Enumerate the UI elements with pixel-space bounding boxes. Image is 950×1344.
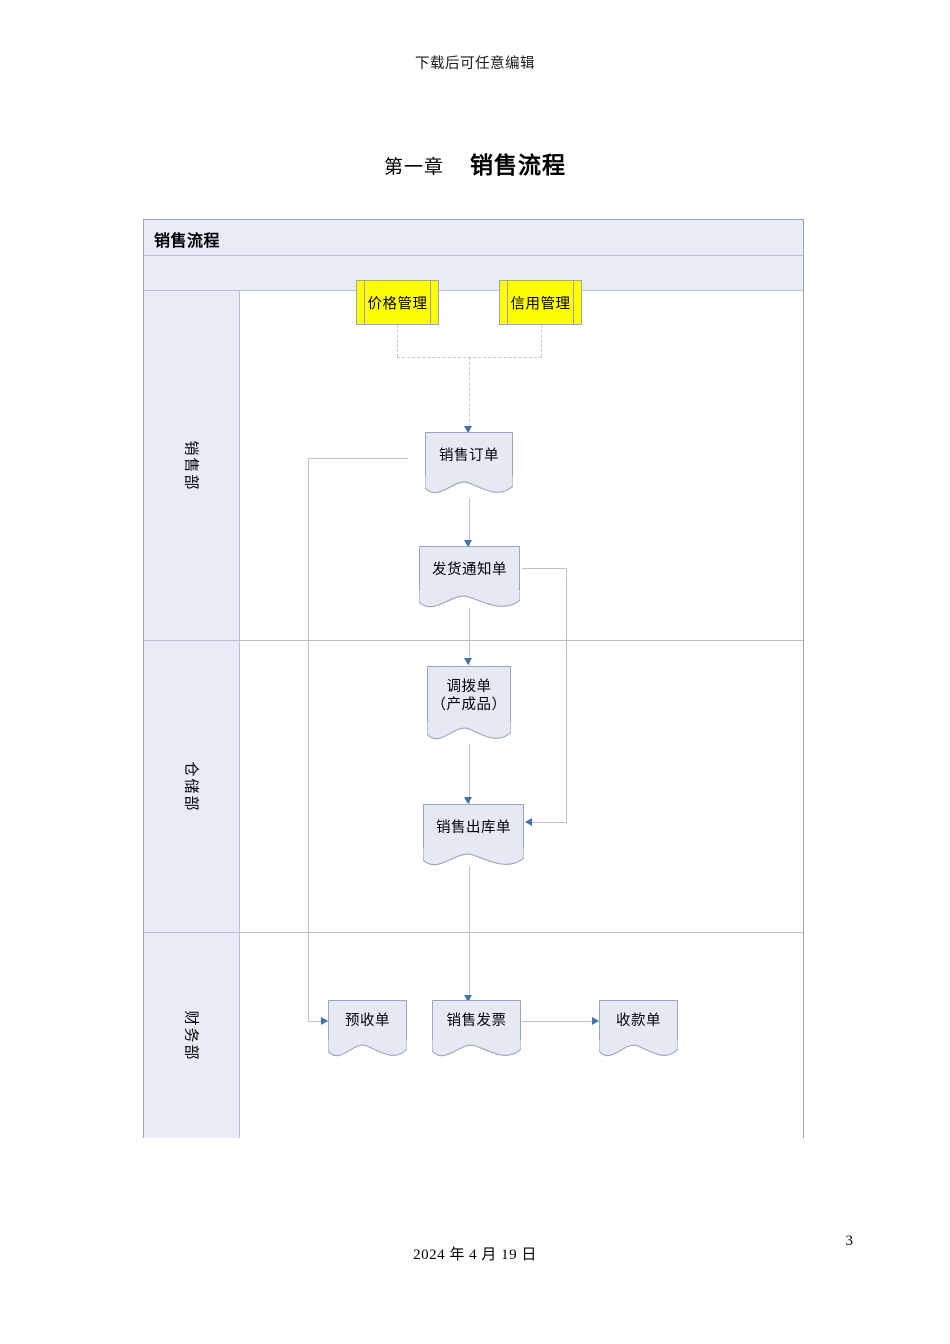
swimlane-finance-label: 财务部: [182, 1009, 199, 1062]
document-wave: [599, 1040, 678, 1057]
node-transfer-order-line1: 调拨单: [446, 678, 492, 695]
swimlane-sales-label: 销售部: [182, 439, 199, 492]
edge-order-to-delivery: [469, 498, 470, 546]
diagram-title: 销售流程: [154, 233, 221, 250]
swimlane-warehouse: 仓储部: [144, 641, 803, 933]
node-sales-outbound-label: 销售出库单: [436, 819, 511, 836]
node-transfer-order-label: 调拨单 （产成品）: [428, 677, 510, 713]
edge-order-left-horizontal: [308, 458, 408, 459]
edge-merge-to-order: [469, 357, 470, 432]
swimlane-finance-body: [240, 933, 803, 1138]
swimlane-sales: 销售部: [144, 291, 803, 641]
node-sales-invoice-label: 销售发票: [446, 1012, 507, 1029]
document-wave: [423, 849, 524, 866]
node-sales-order-label: 销售订单: [439, 447, 499, 464]
swimlane-warehouse-label: 仓储部: [182, 760, 199, 813]
edge-delivery-to-transfer: [469, 608, 470, 666]
document-wave: [427, 723, 511, 740]
arrow-into-prepay: [321, 1017, 328, 1025]
document-wave: [425, 477, 513, 494]
arrow-into-receipt: [592, 1017, 599, 1025]
swimlane-sales-header: 销售部: [144, 291, 240, 640]
node-delivery-notice[interactable]: 发货通知单: [419, 546, 520, 608]
document-wave: [419, 591, 520, 608]
node-sales-order[interactable]: 销售订单: [425, 432, 513, 494]
sales-process-diagram: 销售流程 销售部 仓储部 财务部: [143, 219, 804, 1138]
node-payment-receipt-label: 收款单: [616, 1012, 661, 1029]
footer-date: 2024 年 4 月 19 日: [413, 1247, 537, 1263]
swimlane-warehouse-body: [240, 641, 803, 932]
node-credit-management-label: 信用管理: [510, 296, 571, 312]
arrow-into-outbound: [464, 797, 472, 804]
document-wave: [432, 1040, 521, 1057]
node-sales-invoice[interactable]: 销售发票: [432, 1000, 521, 1057]
edge-price-to-order-vertical: [397, 325, 398, 357]
edge-order-to-prepay-vertical: [308, 458, 309, 1021]
node-transfer-order-line2: （产成品）: [431, 696, 507, 713]
edge-invoice-to-receipt: [522, 1021, 599, 1022]
edge-delivery-to-outbound-vertical: [566, 568, 567, 822]
swimlane-finance: 财务部: [144, 933, 803, 1138]
node-payment-receipt[interactable]: 收款单: [599, 1000, 678, 1057]
node-transfer-order[interactable]: 调拨单 （产成品）: [427, 666, 511, 740]
node-prepayment-receipt[interactable]: 预收单: [328, 1000, 407, 1057]
document-wave: [328, 1040, 407, 1057]
edge-transfer-to-outbound: [469, 744, 470, 804]
node-credit-management[interactable]: 信用管理: [499, 280, 582, 325]
predefined-bar-right: [430, 281, 431, 324]
edge-credit-to-order-vertical: [541, 325, 542, 357]
edge-prepay-horizontal: [308, 1021, 328, 1022]
predefined-bar-left: [364, 281, 365, 324]
chapter-title-text: 销售流程: [470, 152, 566, 178]
chapter-number: 第一章: [383, 157, 444, 178]
arrow-into-order: [464, 426, 472, 433]
node-price-management[interactable]: 价格管理: [356, 280, 439, 325]
node-prepayment-receipt-label: 预收单: [345, 1012, 390, 1029]
predefined-bar-left: [507, 281, 508, 324]
edge-outbound-right-horizontal: [532, 822, 567, 823]
node-sales-outbound[interactable]: 销售出库单: [423, 804, 524, 866]
swimlane-warehouse-header: 仓储部: [144, 641, 240, 932]
edge-outbound-to-invoice: [469, 866, 470, 1000]
predefined-bar-right: [573, 281, 574, 324]
arrow-into-invoice: [464, 995, 472, 1002]
page-header-note: 下载后可任意编辑: [415, 56, 535, 72]
swimlane-sales-body: [240, 291, 803, 640]
edge-delivery-right-horizontal: [522, 568, 566, 569]
arrow-into-transfer: [464, 658, 472, 665]
node-price-management-label: 价格管理: [367, 296, 428, 312]
page-title: 第一章 销售流程: [0, 146, 950, 180]
swimlane-finance-header: 财务部: [144, 933, 240, 1138]
diagram-title-row: 销售流程: [144, 220, 803, 256]
arrow-into-outbound-right: [525, 818, 532, 826]
diagram-subheader-band: [144, 256, 803, 291]
node-delivery-notice-label: 发货通知单: [432, 561, 507, 578]
arrow-into-delivery: [464, 540, 472, 547]
page-number: 3: [845, 1233, 854, 1249]
